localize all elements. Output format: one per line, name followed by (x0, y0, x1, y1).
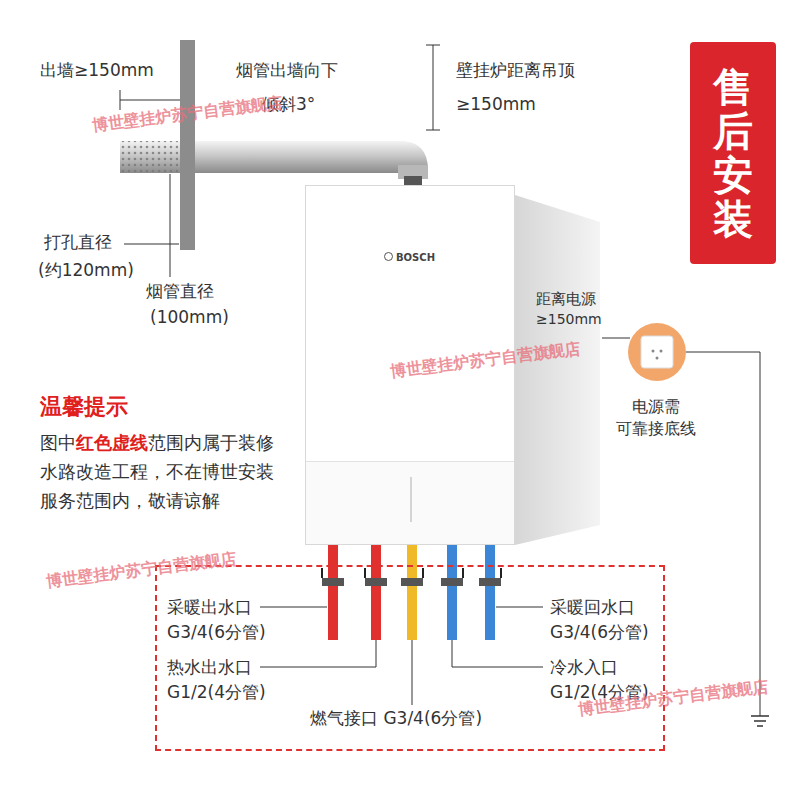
plumbing-scope-region: 采暖出水口 G3/4(6分管) 热水出水口 G1/2(4分管) 燃气接口 G3/4(6分… (155, 565, 665, 751)
leader-line (496, 607, 543, 608)
annotation: ≥150mm (456, 94, 536, 114)
dimension-tick (426, 130, 440, 131)
annotation: 温馨提示 (40, 394, 128, 420)
ground-symbol (751, 715, 769, 717)
badge-text: 售后安装 (713, 65, 753, 241)
socket-plate (641, 336, 673, 368)
annotation: 可靠接底线 (616, 419, 696, 438)
socket-hole (652, 350, 655, 353)
cold-water-pipe (447, 545, 457, 640)
pipe-label: 燃气接口 G3/4(6分管) (308, 708, 484, 728)
annotation: 距离电源 (536, 290, 596, 308)
watermark: 博世壁挂炉苏宁自营旗舰店 (45, 549, 238, 591)
pipes (322, 545, 501, 640)
gas-pipe (407, 545, 417, 640)
bosch-logo-mark (384, 252, 393, 261)
tip-paragraph: 图中红色虚线范围内属于装修水路改造工程，不在博世安装服务范围内，敬请谅解 (40, 428, 285, 515)
annotation: (100mm) (150, 307, 229, 327)
leader-line (170, 174, 171, 277)
brand-text: BOSCH (396, 252, 435, 264)
leader-line (412, 640, 413, 705)
annotation: 出墙≥150mm (40, 60, 154, 80)
valve (322, 578, 501, 586)
annotation: (约120mm) (38, 260, 134, 280)
service-badge: 售后安装 (690, 42, 776, 264)
annotation: 电源需 (632, 397, 680, 416)
boiler-slot (410, 477, 412, 522)
flue-vent (120, 141, 178, 173)
dimension-line (120, 100, 180, 101)
valve-handle (322, 568, 501, 578)
pipe-label: G1/2(4分管) (165, 682, 268, 702)
leader-line (124, 244, 179, 245)
annotation: 烟管直径 (146, 281, 214, 301)
pipe-label: G3/4(6分管) (548, 622, 651, 642)
ground-wire (686, 352, 760, 716)
leader-line (452, 640, 543, 667)
socket-hole (660, 350, 663, 353)
boiler-lower-panel (306, 461, 514, 544)
socket-hole (656, 357, 659, 360)
tip-text: 红色虚线 (76, 432, 148, 453)
heating-out-pipe (328, 545, 338, 640)
leader-line (260, 607, 327, 608)
pipe-label: 采暖回水口 (548, 597, 637, 617)
pipe-label: 冷水入口 (548, 657, 620, 677)
pipe-label: 采暖出水口 (165, 597, 254, 617)
wall (180, 40, 195, 250)
dimension-line (433, 45, 434, 130)
hot-water-pipe (371, 545, 381, 640)
dimension-line (602, 338, 630, 339)
ground-symbol (757, 725, 763, 727)
leader-line (260, 640, 376, 667)
boiler-side (515, 195, 600, 545)
leader-lines (260, 607, 543, 705)
annotation: 烟管出墙向下 (236, 60, 338, 80)
dimension-tick (426, 45, 440, 46)
ground-symbol (754, 720, 766, 722)
power-socket (628, 323, 686, 381)
pipe-label: G3/4(6分管) (165, 622, 268, 642)
tip-text: 图中 (40, 432, 76, 453)
pipe-label: 热水出水口 (165, 657, 254, 677)
dimension-tick (120, 90, 121, 110)
annotation: 打孔直径 (44, 232, 112, 252)
heating-return-pipe (485, 545, 495, 640)
flue-pipe (120, 141, 405, 173)
annotation: ≥150mm (536, 311, 602, 328)
annotation: 壁挂炉距离吊顶 (456, 60, 575, 80)
